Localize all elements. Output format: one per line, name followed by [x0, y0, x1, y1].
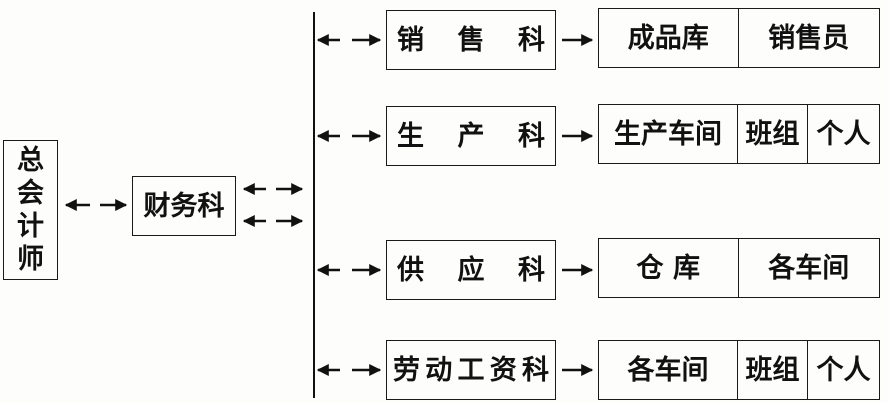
sales-unit-cell: 成品库 — [599, 9, 738, 67]
production-unit-workshop: 生产车间 — [614, 118, 722, 150]
supply-unit-cell: 仓 库 — [599, 239, 738, 297]
production-unit-cell: 班组 — [737, 105, 807, 163]
sales-char-2: 售 — [457, 24, 485, 56]
supply-unit-cell: 各车间 — [737, 239, 879, 297]
production-char-2: 产 — [457, 120, 485, 152]
finance-dept-box: 财务科 — [132, 176, 236, 236]
sales-char-1: 销 — [397, 24, 424, 56]
root-char-3: 计 — [17, 211, 44, 242]
labor-unit-workshops: 各车间 — [627, 354, 709, 386]
labor-wage-dept-box: 劳 动 工 资 科 — [386, 340, 556, 400]
production-unit-team: 班组 — [745, 118, 800, 150]
sales-unit-salesperson: 销售员 — [768, 22, 850, 54]
sales-dept-box: 销 售 科 — [386, 10, 556, 70]
sales-unit-finished-goods: 成品库 — [627, 22, 709, 54]
production-unit-cell: 生产车间 — [599, 105, 737, 163]
labor-char-3: 工 — [457, 354, 485, 386]
chief-accountant-box: 总 会 计 师 — [3, 140, 58, 280]
supply-char-1: 供 — [397, 254, 424, 286]
root-char-1: 总 — [17, 145, 44, 176]
labor-unit-cell: 各车间 — [599, 341, 737, 399]
labor-unit-cell: 个人 — [807, 341, 879, 399]
labor-units-box: 各车间 班组 个人 — [598, 340, 880, 400]
sales-char-3: 科 — [518, 24, 545, 56]
production-units-box: 生产车间 班组 个人 — [598, 104, 880, 164]
sales-unit-cell: 销售员 — [737, 9, 879, 67]
labor-char-5: 科 — [522, 354, 549, 386]
supply-unit-workshops: 各车间 — [768, 252, 850, 284]
finance-dept-label: 财务科 — [143, 190, 225, 222]
supply-units-box: 仓 库 各车间 — [598, 238, 880, 298]
labor-char-1: 劳 — [393, 354, 420, 386]
supply-char-3: 科 — [518, 254, 545, 286]
root-char-4: 师 — [17, 244, 44, 275]
production-dept-box: 生 产 科 — [386, 106, 556, 166]
production-char-3: 科 — [518, 120, 545, 152]
supply-char-2: 应 — [457, 254, 485, 286]
supply-dept-box: 供 应 科 — [386, 240, 556, 300]
labor-char-2: 动 — [425, 354, 453, 386]
labor-char-4: 资 — [489, 354, 517, 386]
sales-units-box: 成品库 销售员 — [598, 8, 880, 68]
supply-unit-warehouse: 仓 库 — [636, 252, 700, 284]
production-char-1: 生 — [397, 120, 424, 152]
production-unit-cell: 个人 — [807, 105, 879, 163]
labor-unit-team: 班组 — [745, 354, 800, 386]
production-unit-individual: 个人 — [816, 118, 871, 150]
labor-unit-cell: 班组 — [737, 341, 807, 399]
labor-unit-individual: 个人 — [816, 354, 871, 386]
root-char-2: 会 — [17, 178, 44, 209]
